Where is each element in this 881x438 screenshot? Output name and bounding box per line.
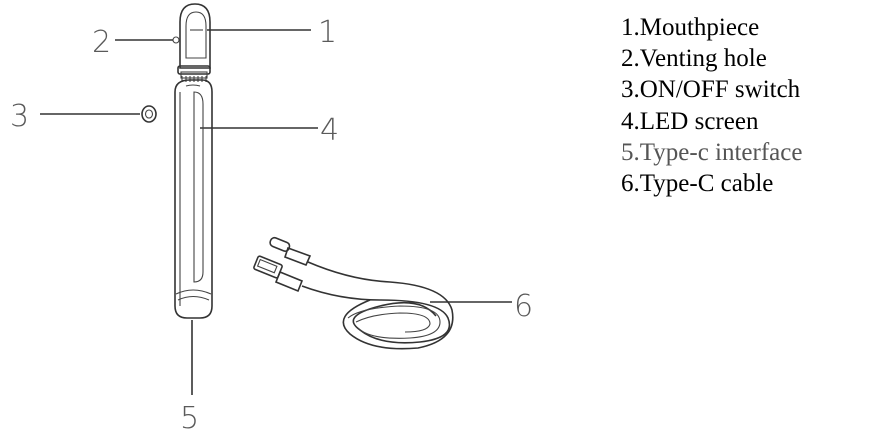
callout-number-4: 4	[320, 113, 339, 148]
callout-number-1: 1	[318, 15, 337, 50]
on-off-switch-drawing	[141, 105, 157, 123]
led-screen-marker	[193, 91, 204, 283]
callout-number-6: 6	[514, 289, 533, 324]
legend-item-venting-hole: 2.Venting hole	[621, 45, 767, 73]
parts-legend: 1.Mouthpiece 2.Venting hole 3.ON/OFF swi…	[621, 12, 802, 199]
legend-item-led-screen: 4.LED screen	[621, 107, 759, 135]
device-body-drawing	[174, 79, 213, 319]
mouthpiece-drawing	[172, 3, 211, 82]
callout-number-2: 2	[92, 25, 111, 60]
legend-item-mouthpiece: 1.Mouthpiece	[621, 14, 760, 41]
type-c-cable-drawing	[253, 236, 454, 350]
venting-hole-marker	[172, 36, 180, 44]
callout-number-3: 3	[10, 99, 29, 134]
legend-item-on-off-switch: 3.ON/OFF switch	[621, 76, 801, 104]
leader-lines	[40, 29, 512, 395]
callout-number-5: 5	[180, 401, 199, 436]
legend-item-type-c-interface: 5.Type-c interface	[621, 138, 803, 166]
legend-item-type-c-cable: 6.Type-C cable	[621, 170, 774, 198]
